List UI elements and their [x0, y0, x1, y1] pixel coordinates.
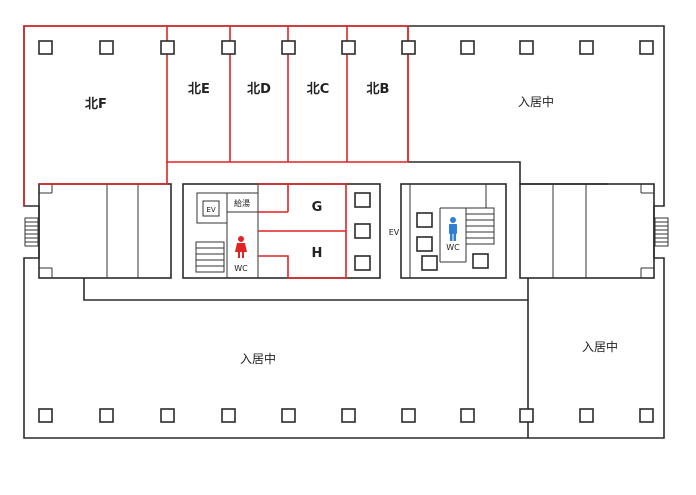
column-icon: [460, 408, 475, 423]
wc-men-label: WC: [446, 243, 460, 252]
column-icon: [639, 40, 654, 55]
central-core-right: [400, 183, 507, 279]
column-icon: [160, 408, 175, 423]
west-core: [24, 183, 172, 279]
woman-icon: [235, 236, 247, 258]
column-icon: [639, 408, 654, 423]
column-icon: [579, 408, 594, 423]
wc-women-label: WC: [234, 264, 248, 273]
column-icon: [579, 40, 594, 55]
unit-label-north-e: 北E: [188, 82, 210, 97]
column-icon: [99, 408, 114, 423]
columns: [38, 40, 654, 423]
column-icon: [519, 40, 534, 55]
occupied-label-south-east: 入居中: [582, 339, 618, 354]
building-outline: [23, 25, 665, 439]
column-icon: [281, 408, 296, 423]
stairs-icon: [654, 217, 669, 247]
column-icon: [401, 408, 416, 423]
unit-label-north-c: 北C: [307, 82, 330, 97]
unit-label-north-d: 北D: [247, 82, 271, 97]
man-icon: [449, 217, 457, 241]
occupied-label-north-east: 入居中: [518, 94, 554, 109]
ev-label-left: EV: [206, 206, 215, 214]
column-icon: [460, 40, 475, 55]
column-icon: [221, 40, 236, 55]
unit-label-g: G: [312, 200, 323, 215]
column-icon: [281, 40, 296, 55]
column-icon: [160, 40, 175, 55]
stairs-icon: [24, 217, 39, 247]
column-icon: [38, 40, 53, 55]
column-icon: [38, 408, 53, 423]
unit-label-north-b: 北B: [367, 82, 390, 97]
unit-label-h: H: [312, 246, 323, 261]
column-icon: [221, 408, 236, 423]
east-core: [519, 183, 669, 279]
column-icon: [519, 408, 534, 423]
column-icon: [341, 40, 356, 55]
column-icon: [99, 40, 114, 55]
kitchenette-label: 給湯: [234, 198, 250, 208]
ev-label-center: EV: [389, 228, 400, 237]
available-units-outline: [23, 25, 409, 279]
column-icon: [341, 408, 356, 423]
column-icon: [401, 40, 416, 55]
unit-label-north-f: 北F: [85, 97, 107, 112]
occupied-label-south-west: 入居中: [240, 351, 276, 366]
